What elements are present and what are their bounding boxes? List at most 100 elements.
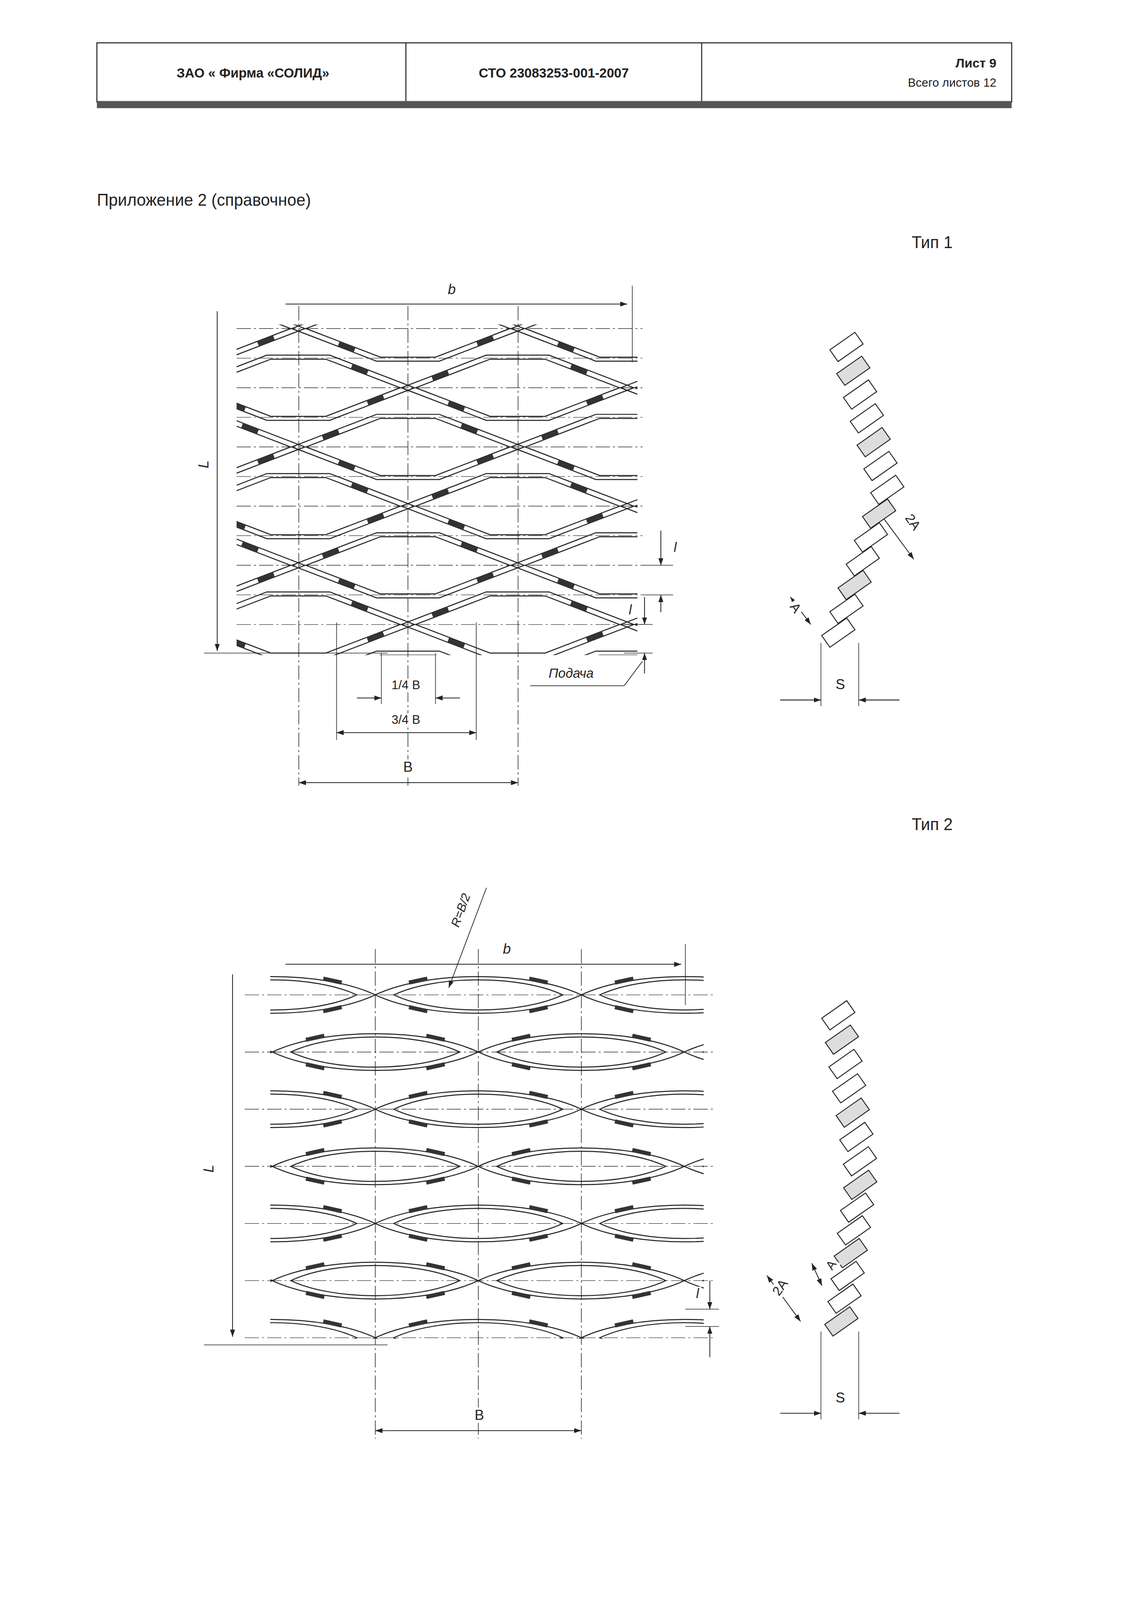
bend-mark [529, 1006, 548, 1012]
bend-mark [258, 456, 275, 462]
bend-mark [529, 1121, 548, 1126]
header-bar [96, 100, 1012, 109]
bend-mark [614, 1092, 633, 1097]
bend-mark [242, 425, 259, 432]
bend-mark [477, 456, 493, 462]
dimension-label: l [626, 602, 634, 618]
bend-mark [477, 337, 493, 344]
bend-mark [323, 1321, 342, 1326]
bend-mark [432, 609, 449, 616]
strand-edge [581, 1319, 704, 1339]
center-line [244, 1223, 715, 1224]
center-line [236, 476, 643, 477]
dimension-label: A [785, 598, 806, 618]
dimension-line [811, 1263, 822, 1286]
bend-mark [323, 1006, 342, 1012]
bend-mark [323, 1235, 342, 1240]
bend-mark [409, 1207, 428, 1212]
strand-section [836, 356, 871, 386]
dimension-line [336, 731, 477, 733]
extension-line [642, 594, 674, 596]
bend-mark [461, 544, 478, 550]
dimension-line [216, 311, 218, 651]
bend-mark [557, 461, 574, 468]
strand-section [843, 1170, 877, 1200]
type-heading: Тип 1 [911, 233, 953, 253]
bend-mark [512, 1149, 531, 1154]
bend-mark [258, 574, 275, 581]
bend-mark [512, 1264, 531, 1269]
mesh-cell [270, 1322, 358, 1339]
dimension-line [643, 596, 645, 625]
bend-mark [236, 521, 245, 528]
leader-line [530, 685, 625, 687]
strand-section [863, 451, 898, 481]
bend-mark [512, 1063, 531, 1069]
mesh-cell [525, 324, 638, 358]
strand-section [824, 1306, 858, 1336]
bend-mark [557, 580, 574, 587]
bend-mark [367, 396, 384, 403]
header-frame [96, 42, 1012, 103]
type-heading: Тип 2 [911, 815, 953, 834]
extension-line [858, 1331, 859, 1420]
bend-mark [529, 1092, 548, 1097]
bend-mark [614, 978, 633, 983]
leader-line [624, 661, 643, 686]
dimension-label: l [693, 1286, 701, 1302]
bend-mark [426, 1292, 445, 1298]
extension-line [685, 1326, 720, 1327]
dimension-label: R=B/2 [447, 889, 474, 931]
extension-line [858, 642, 859, 706]
bend-mark [448, 521, 465, 528]
dimension-label: L [196, 457, 212, 471]
dimension-label: S [833, 1390, 848, 1406]
dimension-line [709, 1280, 711, 1310]
bend-mark [614, 1321, 633, 1326]
header-cell: Лист 9 [955, 56, 997, 71]
bend-mark [323, 1121, 342, 1126]
center-line [236, 624, 643, 625]
dimension-line [780, 1412, 821, 1414]
dimension-label: b [500, 941, 514, 957]
bend-mark [529, 978, 548, 983]
center-line [236, 505, 643, 507]
dimension-line [285, 303, 628, 305]
dimension-line [375, 1430, 582, 1432]
bend-mark [338, 461, 355, 468]
bend-mark [351, 366, 368, 373]
mesh-cell [236, 324, 291, 358]
dimension-label: 2A [768, 1275, 793, 1301]
bend-mark [557, 343, 574, 350]
bend-mark [338, 580, 355, 587]
strand-section [843, 379, 877, 410]
dimension-line [357, 697, 382, 699]
extension-line [632, 285, 633, 363]
bend-mark [632, 1178, 651, 1183]
center-line [374, 949, 376, 1439]
bend-mark [512, 1035, 531, 1040]
strand-section [821, 617, 856, 648]
bend-mark [570, 602, 587, 609]
extension-line [624, 624, 654, 625]
mesh-type-1 [0, 295, 1073, 716]
header-cell: СТО 23083253-001-2007 [478, 66, 629, 81]
bend-mark [306, 1063, 325, 1069]
bend-mark [541, 431, 558, 438]
bend-mark [529, 1207, 548, 1212]
bend-mark [614, 1207, 633, 1212]
dimension-label: 1/4 B [389, 679, 423, 693]
bend-mark [306, 1149, 325, 1154]
bend-mark [586, 633, 603, 640]
bend-mark [409, 978, 428, 983]
dimension-line [780, 699, 821, 701]
bend-mark [323, 1207, 342, 1212]
dimension-label: 2A [900, 509, 925, 536]
bend-mark [322, 431, 339, 438]
dimension-label: B [400, 759, 416, 775]
dimension-line [858, 699, 900, 701]
extension-line [685, 1308, 720, 1310]
dimension-line [285, 963, 682, 965]
extension-line [624, 652, 654, 654]
